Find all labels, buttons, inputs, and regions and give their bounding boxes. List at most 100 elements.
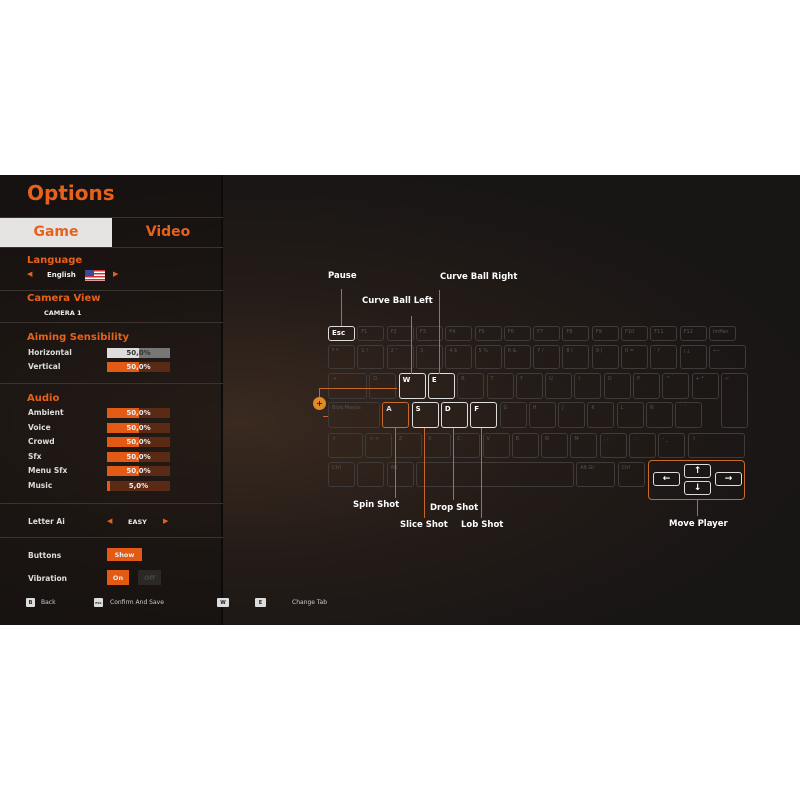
audio-slider[interactable]: 50,0% <box>107 422 170 433</box>
key[interactable]: + * <box>691 373 719 399</box>
key[interactable]: 7 / <box>533 345 561 369</box>
arrow-down-key[interactable]: ↓ <box>684 481 711 495</box>
key[interactable]: O <box>603 373 631 399</box>
key[interactable]: 8 ( <box>562 345 590 369</box>
key[interactable]: F <box>470 402 498 428</box>
key[interactable]: X <box>423 433 451 458</box>
arrow-right-key[interactable]: → <box>715 472 742 486</box>
back-hint[interactable]: Back <box>41 599 56 606</box>
key[interactable]: L <box>616 402 644 428</box>
key[interactable]: F12 <box>679 326 707 341</box>
vibration-off-button[interactable]: Off <box>138 570 161 585</box>
key[interactable]: F11 <box>650 326 678 341</box>
key[interactable]: V <box>482 433 510 458</box>
key[interactable]: ⇧ <box>328 433 363 458</box>
key[interactable]: 1 ! <box>357 345 385 369</box>
tab-game[interactable]: Game <box>0 217 112 247</box>
key[interactable]: Ctrl <box>328 462 355 487</box>
horizontal-slider[interactable]: 50,0% <box>107 348 170 358</box>
key[interactable]: 6 & <box>503 345 531 369</box>
key[interactable]: H <box>528 402 556 428</box>
audio-slider[interactable]: 5,0% <box>107 480 170 491</box>
key[interactable] <box>357 462 385 487</box>
key[interactable]: G <box>499 402 527 428</box>
key[interactable]: Ñ <box>646 402 673 428</box>
audio-slider[interactable]: 50,0% <box>107 408 170 418</box>
language-prev-arrow[interactable]: ◀ <box>27 270 33 278</box>
key[interactable] <box>415 462 574 487</box>
key[interactable]: - _ <box>658 433 686 458</box>
key[interactable]: ⇥ <box>328 373 367 399</box>
key[interactable]: F3 <box>415 326 443 341</box>
key[interactable]: N <box>541 433 569 458</box>
key[interactable]: R <box>457 373 485 399</box>
key[interactable]: Alt <box>386 462 414 487</box>
key[interactable]: 4 $ <box>445 345 473 369</box>
key[interactable]: P <box>633 373 660 399</box>
vertical-slider[interactable]: 50,0% <box>107 362 170 372</box>
key[interactable]: Bloq Mayús <box>328 402 380 428</box>
audio-slider[interactable]: 50,0% <box>107 451 170 462</box>
key[interactable]: B <box>511 433 539 458</box>
buttons-show-button[interactable]: Show <box>107 548 142 561</box>
letter-ai-prev-arrow[interactable]: ◀ <box>107 517 113 525</box>
key[interactable]: º ª <box>328 345 355 369</box>
key[interactable]: F9 <box>591 326 619 341</box>
key[interactable]: C <box>453 433 481 458</box>
key[interactable]: T <box>486 373 514 399</box>
letter-ai-next-arrow[interactable]: ▶ <box>163 517 169 525</box>
key[interactable]: F5 <box>474 326 502 341</box>
key[interactable]: Y <box>515 373 543 399</box>
key[interactable]: < > <box>365 433 393 458</box>
key[interactable]: Alt Gr <box>576 462 616 487</box>
key[interactable]: D <box>440 402 468 428</box>
key[interactable]: 3 · <box>415 345 443 369</box>
key[interactable]: ImPan <box>708 326 736 341</box>
key[interactable]: Esc <box>328 326 355 341</box>
arrow-left-key[interactable]: ← <box>653 472 680 486</box>
drop-label: Drop Shot <box>430 503 479 513</box>
key[interactable]: S <box>411 402 439 428</box>
key[interactable]: F10 <box>621 326 648 341</box>
change-tab-hint[interactable]: Change Tab <box>292 599 328 606</box>
language-next-arrow[interactable]: ▶ <box>113 270 119 278</box>
key[interactable]: F4 <box>445 326 473 341</box>
key[interactable]: F2 <box>386 326 414 341</box>
key[interactable]: ' ? <box>650 345 678 369</box>
key[interactable]: Ctrl <box>617 462 645 487</box>
camera-value[interactable]: CAMERA 1 <box>44 309 82 317</box>
key[interactable]: ⟵ <box>708 345 746 369</box>
key[interactable]: U <box>545 373 573 399</box>
key[interactable]: ´ ¨ <box>675 402 703 428</box>
key[interactable]: A <box>382 402 410 428</box>
confirm-save-hint[interactable]: Confirm And Save <box>110 599 164 606</box>
key[interactable]: ⇧ <box>687 433 745 458</box>
arrow-up-key[interactable]: ↑ <box>684 464 711 478</box>
tab-video[interactable]: Video <box>145 224 191 240</box>
key[interactable]: F8 <box>562 326 590 341</box>
key[interactable]: I <box>574 373 602 399</box>
key[interactable]: J <box>558 402 586 428</box>
key[interactable]: ↵ <box>720 373 748 428</box>
key[interactable]: ^ ` <box>662 373 690 399</box>
key[interactable]: Q <box>369 373 397 399</box>
divider <box>0 322 223 323</box>
key[interactable]: M <box>570 433 598 458</box>
key[interactable]: 0 = <box>621 345 648 369</box>
key[interactable]: F6 <box>503 326 531 341</box>
key[interactable]: 2 " <box>386 345 414 369</box>
key[interactable]: F7 <box>533 326 561 341</box>
key[interactable]: F1 <box>357 326 385 341</box>
key[interactable]: 5 % <box>474 345 502 369</box>
key[interactable]: E <box>427 373 455 399</box>
audio-slider[interactable]: 50,0% <box>107 437 170 447</box>
key[interactable]: ¡ ¿ <box>679 345 707 369</box>
key[interactable]: Z <box>394 433 422 458</box>
key[interactable]: , ; <box>599 433 627 458</box>
key[interactable]: 9 ) <box>591 345 619 369</box>
audio-slider[interactable]: 50,0% <box>107 466 170 476</box>
key[interactable]: W <box>398 373 426 399</box>
vibration-on-button[interactable]: On <box>107 570 129 585</box>
key[interactable]: K <box>587 402 615 428</box>
key[interactable]: . : <box>629 433 656 458</box>
